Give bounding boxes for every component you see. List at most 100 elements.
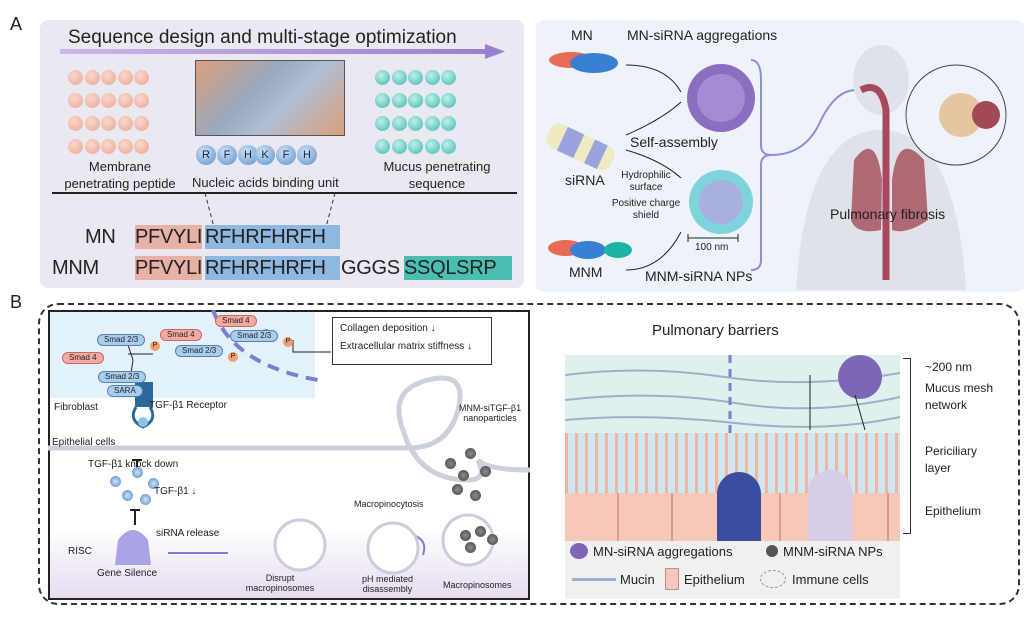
penetrating-residue: [68, 70, 83, 85]
legend-agg: MN-siRNA aggregations: [593, 544, 733, 559]
binding-label: Nucleic acids binding unit: [192, 175, 339, 190]
penetrating-residue: [117, 139, 133, 154]
penetrating-residue: [68, 139, 83, 154]
membrane-label: Membrane penetrating peptide: [64, 159, 176, 191]
phosphate: P: [228, 352, 238, 362]
mucus-residue: [424, 93, 440, 108]
penetrating-residue: [101, 93, 116, 108]
mucus-residue: [391, 139, 407, 154]
periciliary-label: Periciliary layer: [925, 444, 978, 475]
optimization-arrow: [60, 44, 505, 59]
nanoparticle: [458, 470, 469, 481]
disease-label: Pulmonary fibrosis: [830, 206, 946, 222]
epithelial-label: Epithelial cells: [52, 437, 116, 448]
nanoparticle: [465, 448, 476, 459]
smad23-nucleus: Smad 2/3: [230, 330, 279, 342]
amino-acid: H: [238, 145, 258, 165]
macropinocytosis-label: Macropinocytosis: [354, 499, 424, 509]
amino-acid: R: [196, 145, 216, 165]
mucin-icon: [572, 578, 616, 581]
nanoparticle: [487, 534, 498, 545]
penetrating-residue: [84, 116, 100, 131]
panel-b-frame: [38, 303, 1020, 605]
penetrating-residue: [68, 93, 83, 108]
nanoparticle: [475, 526, 486, 537]
mnm-label: MNM: [569, 264, 603, 280]
nanoparticle: [452, 484, 463, 495]
mucus-residue: [375, 116, 390, 131]
mnm-binding-seq: RFHRFHRFH: [205, 256, 340, 280]
mucus-residue: [441, 139, 456, 154]
disrupt-label: Disrupt macropinosomes: [245, 573, 315, 593]
amino-acid: F: [276, 145, 296, 165]
mechanism-illustration: [48, 310, 530, 575]
penetrating-residue: [117, 93, 133, 108]
penetrating-residue: [134, 70, 149, 85]
divider: [52, 192, 517, 194]
phosphate: P: [150, 341, 160, 351]
nanoparticle: [460, 530, 471, 541]
epithelium-icon: [665, 568, 679, 590]
penetrating-residue: [101, 116, 116, 131]
mucus-residue: [424, 116, 440, 131]
mnm-name: MNM: [52, 257, 99, 279]
mucus-residue: [408, 116, 423, 131]
amino-acid: K: [255, 145, 275, 165]
tgf-protein: [122, 490, 133, 501]
smad4-nucleus: Smad 4: [215, 315, 257, 327]
penetrating-residue: [134, 139, 149, 154]
legend-epi: Epithelium: [684, 572, 745, 587]
amino-acid: H: [297, 145, 317, 165]
penetrating-residue: [117, 70, 133, 85]
goblet-cell: [717, 472, 761, 542]
penetrating-residue: [68, 116, 83, 131]
penetrating-residue: [84, 70, 100, 85]
outcome-box: [332, 317, 492, 365]
panel-label-a: A: [10, 14, 23, 34]
penetrating-residue: [84, 139, 100, 154]
ecm-text: Extracellular matrix stiffness: [340, 341, 465, 352]
macropinosomes-label: Macropinosomes: [443, 580, 512, 590]
tgf-protein: [110, 476, 121, 487]
mucus-label: Mucus penetrating sequence: [383, 159, 491, 191]
penetrating-residue: [84, 93, 100, 108]
penetrating-residue: [134, 93, 149, 108]
ph-label: pH mediated disassembly: [361, 574, 414, 594]
nanoparticles-label: MNM-siTGF-β1 nanoparticles: [458, 403, 522, 423]
panel-label-b: B: [10, 292, 23, 312]
mucus-residue: [408, 70, 423, 85]
mucus-residue: [391, 70, 407, 85]
mnm-linker-seq: GGGS: [341, 257, 400, 279]
barriers-title: Pulmonary barriers: [652, 322, 779, 339]
legend-mucin: Mucin: [620, 572, 655, 587]
mucus-residue: [375, 139, 390, 154]
immune-cell: [808, 470, 852, 542]
mucin-network: [565, 355, 900, 433]
amino-acid: F: [217, 145, 237, 165]
sirna-label: siRNA: [565, 172, 605, 188]
penetrating-residue: [101, 139, 116, 154]
tgf-protein: [140, 494, 151, 505]
tgf-protein: [132, 467, 143, 478]
smad23-complex: Smad 2/3: [175, 345, 224, 357]
mucus-residue: [408, 93, 423, 108]
nm200-label: ~200 nm: [925, 360, 973, 374]
fibroblast-label: Fibroblast: [54, 402, 98, 413]
gene-silence-label: Gene Silence: [97, 568, 158, 579]
penetrating-residue: [117, 116, 133, 131]
mucus-residue: [441, 70, 456, 85]
legend-np: MNM-siRNA NPs: [783, 544, 883, 559]
smad4-cytoplasm: Smad 4: [62, 352, 104, 364]
hydrophilic-label: Hydrophilic surface: [621, 170, 671, 193]
mn-label: MN: [571, 27, 593, 43]
knockdown-label: TGF-β1 knock down: [88, 459, 179, 470]
mn-agg-label: MN-siRNA aggregations: [627, 27, 778, 43]
aggregation-icon: [570, 543, 588, 559]
mucus-residue: [391, 93, 407, 108]
mucus-residue: [391, 116, 407, 131]
tgf-protein: [148, 478, 159, 489]
mnm-penetrating-seq: PFVYLI: [135, 256, 203, 280]
collagen-text: Collagen deposition: [340, 323, 428, 334]
mn-name: MN: [85, 226, 116, 248]
collagen-label: Collagen deposition ↓: [340, 323, 436, 334]
